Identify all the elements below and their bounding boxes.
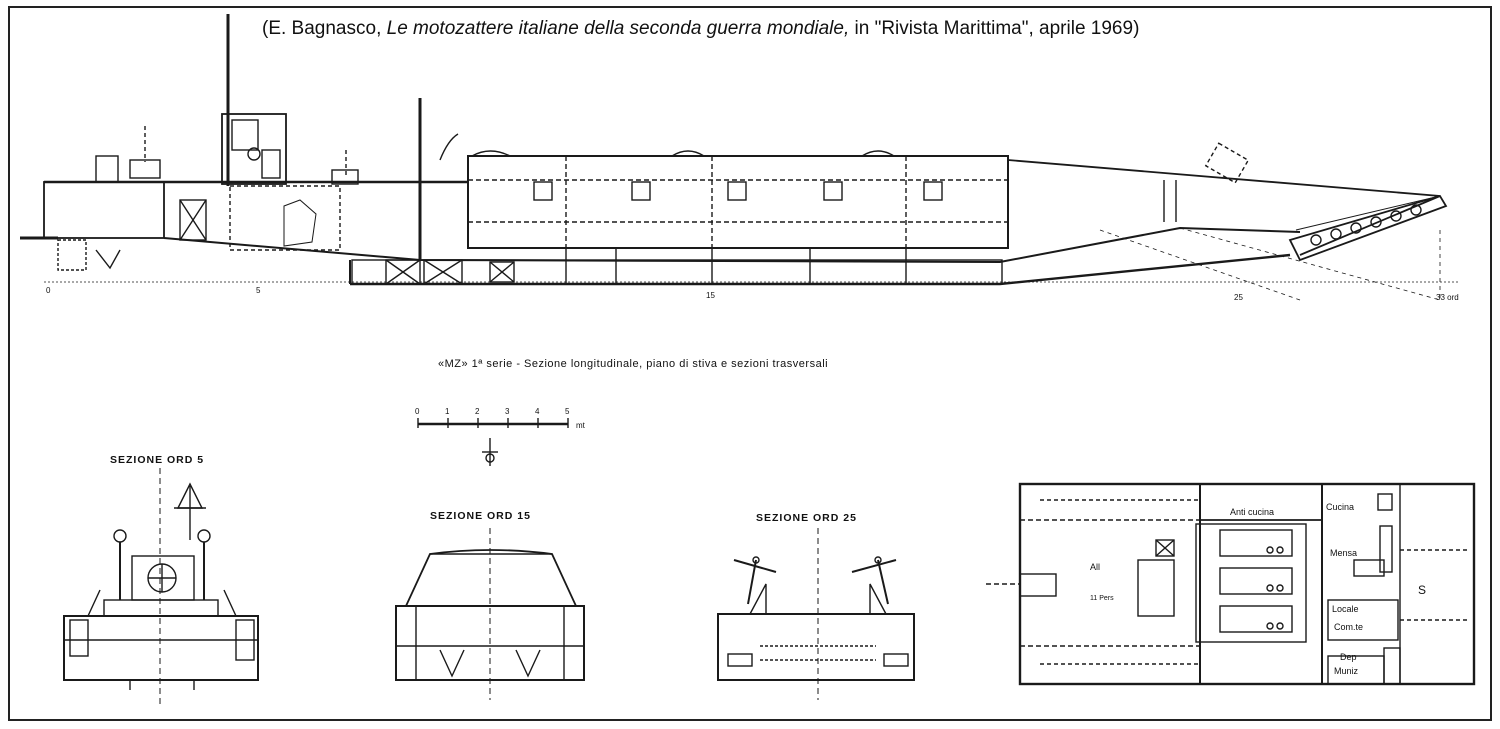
hold-plan-labels: Anti cucina Cucina Mensa All 11 Pers Loc… [1090,502,1426,676]
label-anticucina: Anti cucina [1230,507,1274,517]
label-muniz: Muniz [1334,666,1359,676]
scale-tick-3: 3 [505,407,510,416]
scale-bar [417,418,569,466]
section-ord25-drawing [717,528,915,700]
label-all: All [1090,562,1100,572]
section-ord25-label: SEZIONE ORD 25 [756,512,857,524]
scale-labels: 0 1 2 3 4 5 mt [415,407,586,430]
source-prefix: (E. Bagnasco, [262,18,387,39]
label-pers: 11 Pers [1090,595,1114,602]
frame-33: 33 ord [1436,293,1459,302]
section-ord15-label: SEZIONE ORD 15 [430,510,531,522]
drawing-sheet [8,6,1492,721]
source-caption: (E. Bagnasco, Le motozattere italiane de… [262,18,1139,40]
scale-unit: mt [576,421,586,430]
source-suffix: in "Rivista Marittima", aprile 1969) [849,18,1140,39]
section-ord5-drawing [63,468,259,704]
frame-25: 25 [1234,293,1243,302]
series-caption: «MZ» 1ª serie - Sezione longitudinale, p… [438,358,829,370]
label-locale: Locale [1332,604,1359,614]
scale-tick-4: 4 [535,407,540,416]
label-mensa: Mensa [1330,548,1357,558]
label-dep: Dep [1340,652,1357,662]
longitudinal-profile [20,14,1460,301]
frame-15: 15 [706,291,715,300]
profile-frame-numbers: 0 5 15 25 33 ord [46,286,1459,302]
frame-5: 5 [256,286,261,295]
section-ord15-drawing [395,528,585,700]
label-s: S [1418,583,1426,597]
label-cucina: Cucina [1326,502,1354,512]
scale-tick-0: 0 [415,407,420,416]
scale-tick-1: 1 [445,407,450,416]
section-ord5-label: SEZIONE ORD 5 [110,454,205,466]
label-comte: Com.te [1334,622,1363,632]
frame-0: 0 [46,286,51,295]
source-title: Le motozattere italiane della seconda gu… [386,18,850,39]
hold-plan [986,482,1476,686]
scale-tick-5: 5 [565,407,570,416]
scale-tick-2: 2 [475,407,480,416]
